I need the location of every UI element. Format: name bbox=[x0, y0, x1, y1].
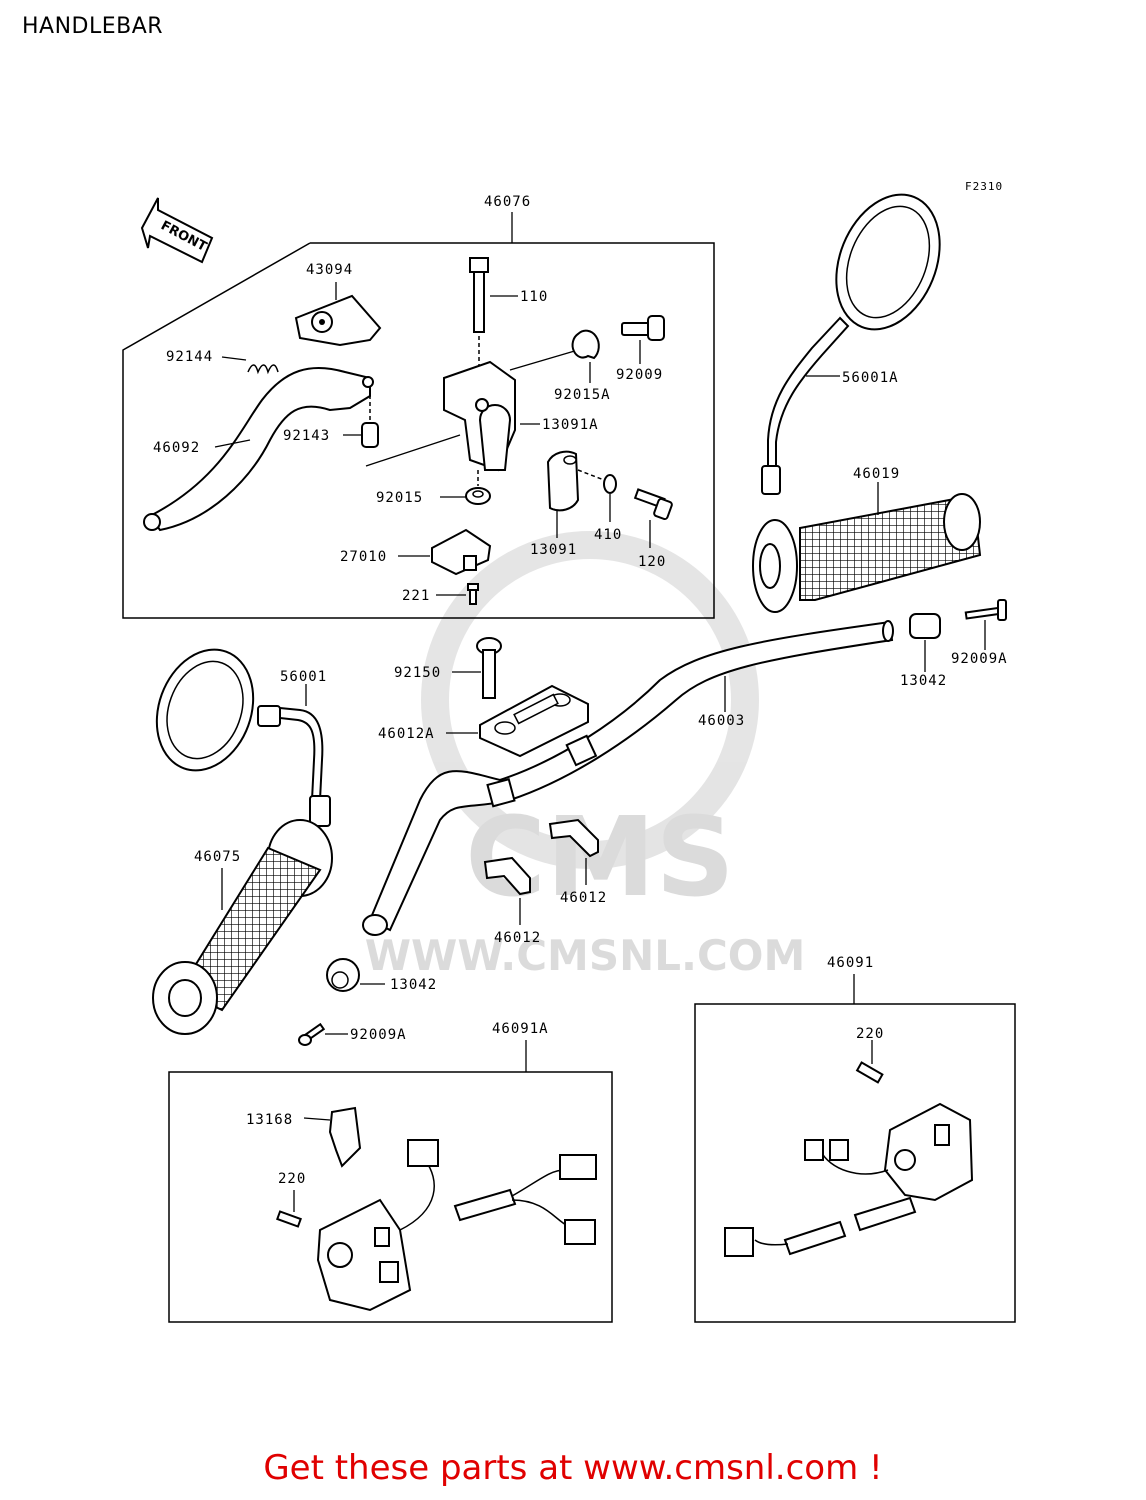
callout-110: 110 bbox=[520, 289, 548, 305]
mirror-56001 bbox=[155, 648, 331, 827]
lever-bracket-43094 bbox=[294, 282, 382, 347]
front-arrow-icon: FRONT bbox=[140, 197, 214, 264]
callout-92150: 92150 bbox=[394, 665, 441, 681]
callout-92009: 92009 bbox=[616, 367, 663, 383]
collar-92143 bbox=[343, 395, 379, 448]
callout-46012-left: 46012 bbox=[494, 930, 541, 946]
inner-weight-13042-left bbox=[326, 958, 385, 992]
callout-13091A: 13091A bbox=[542, 417, 599, 433]
clamp-13091 bbox=[546, 450, 580, 538]
callout-92009A-right: 92009A bbox=[951, 651, 1008, 667]
screw-92009A-left bbox=[298, 1022, 348, 1046]
handlebar-46003 bbox=[362, 620, 894, 936]
callout-56001A: 56001A bbox=[842, 370, 899, 386]
callout-220-right: 220 bbox=[856, 1026, 884, 1042]
grip-46019 bbox=[752, 482, 982, 613]
nut-92015 bbox=[440, 470, 491, 505]
watermark-site: WWW.CMSNL.COM bbox=[365, 931, 806, 980]
left-switch-group: 46091A bbox=[168, 1021, 613, 1323]
clip-13168 bbox=[303, 1106, 362, 1168]
switch-27010 bbox=[398, 528, 492, 576]
callout-46012A: 46012A bbox=[378, 726, 435, 742]
callout-labels: 43094 92144 46092 92143 110 92009 92015A… bbox=[153, 262, 1008, 1187]
callout-92009A-left: 92009A bbox=[350, 1027, 407, 1043]
bolt-92150 bbox=[452, 637, 502, 699]
switch-housing-left bbox=[316, 1198, 412, 1312]
callout-46003: 46003 bbox=[698, 713, 745, 729]
group-label-46091A: 46091A bbox=[492, 1021, 549, 1037]
inner-weight-13042-right bbox=[909, 613, 941, 672]
watermark-logo: CMS bbox=[465, 793, 734, 921]
callout-92015: 92015 bbox=[376, 490, 423, 506]
screw-220-right bbox=[855, 1040, 884, 1084]
callout-221: 221 bbox=[402, 588, 430, 604]
callout-92143: 92143 bbox=[283, 428, 330, 444]
switch-housing-right bbox=[883, 1102, 974, 1202]
holder-46012-left bbox=[483, 856, 531, 925]
clutch-lever-46092 bbox=[143, 366, 374, 532]
grip-46075 bbox=[152, 819, 333, 1035]
bolt-110 bbox=[469, 257, 518, 370]
spring-92144 bbox=[221, 356, 279, 375]
lever-holder-13091A bbox=[365, 349, 579, 472]
promo-link[interactable]: Get these parts at www.cmsnl.com ! bbox=[263, 1448, 883, 1488]
callout-13042-left: 13042 bbox=[390, 977, 437, 993]
screw-220-left bbox=[276, 1190, 302, 1228]
washer-410 bbox=[577, 469, 617, 522]
page-title: HANDLEBAR bbox=[22, 14, 164, 39]
wiring-harness-right bbox=[724, 1139, 917, 1257]
callout-46075: 46075 bbox=[194, 849, 241, 865]
mirror-56001A bbox=[761, 193, 941, 495]
callout-92144: 92144 bbox=[166, 349, 213, 365]
holder-46012-right bbox=[548, 818, 599, 885]
callout-410: 410 bbox=[594, 527, 622, 543]
adjuster-92015A bbox=[571, 329, 600, 383]
group-label-46076: 46076 bbox=[484, 194, 531, 210]
callout-46019: 46019 bbox=[853, 466, 900, 482]
wiring-harness-left bbox=[399, 1139, 597, 1245]
bolt-120 bbox=[633, 488, 673, 548]
callout-220-left: 220 bbox=[278, 1171, 306, 1187]
callout-13042-right: 13042 bbox=[900, 673, 947, 689]
holder-46012A bbox=[446, 684, 589, 758]
handlebar-exploded-diagram: CMS WWW.CMSNL.COM F2310 FRONT 46076 bbox=[122, 180, 1016, 1323]
figure-code: F2310 bbox=[965, 180, 1003, 193]
screw-221 bbox=[436, 583, 479, 605]
group-label-46091: 46091 bbox=[827, 955, 874, 971]
callout-27010: 27010 bbox=[340, 549, 387, 565]
right-switch-group: 46091 bbox=[694, 955, 1016, 1323]
screw-92009 bbox=[621, 315, 665, 364]
callout-43094: 43094 bbox=[306, 262, 353, 278]
callout-13168: 13168 bbox=[246, 1112, 293, 1128]
screw-92009A-right bbox=[964, 599, 1007, 650]
callout-46012-right: 46012 bbox=[560, 890, 607, 906]
callout-46092: 46092 bbox=[153, 440, 200, 456]
callout-13091: 13091 bbox=[530, 542, 577, 558]
clutch-lever-group: 46076 bbox=[122, 194, 715, 619]
callout-92015A: 92015A bbox=[554, 387, 611, 403]
callout-120: 120 bbox=[638, 554, 666, 570]
callout-56001: 56001 bbox=[280, 669, 327, 685]
